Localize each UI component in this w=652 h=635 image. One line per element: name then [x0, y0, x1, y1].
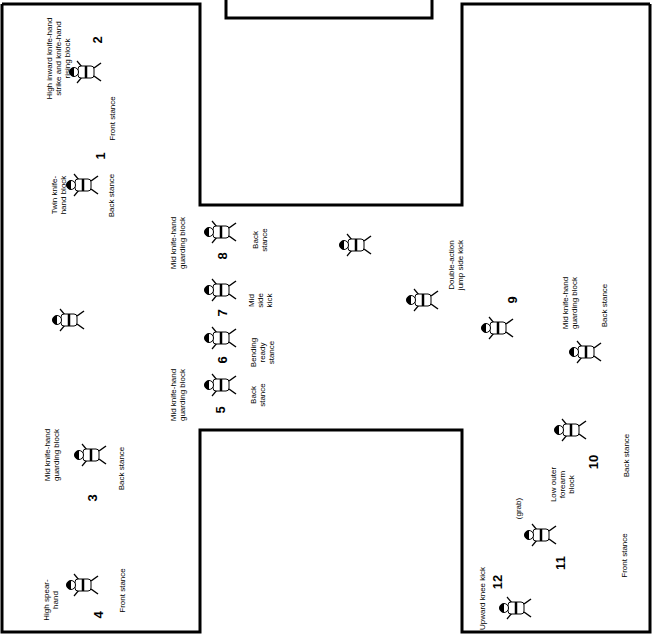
callout-number: 5 — [213, 406, 227, 413]
figure — [482, 317, 514, 339]
move-label: Front stance — [108, 96, 117, 140]
move-label: Double-action jump side kick — [447, 235, 465, 295]
move-label: Back stance — [107, 173, 116, 217]
figure — [500, 597, 532, 619]
figure — [70, 61, 102, 83]
move-label: Mid side kick — [247, 288, 274, 313]
move-label: Mid knife-hand guarding block — [561, 273, 579, 333]
move-label: Back stance — [251, 225, 269, 255]
move-label: Back stance — [117, 446, 126, 490]
callout-number: 6 — [215, 356, 229, 363]
move-label: Front stance — [118, 568, 127, 612]
figure — [407, 289, 439, 311]
callout-number: 3 — [85, 494, 99, 501]
figures — [53, 61, 602, 619]
move-label: Mid knife-hand guarding block — [169, 213, 187, 273]
move-label: Mid knife-hand guarding block — [43, 425, 61, 485]
move-label: (grab) — [514, 497, 523, 518]
figure — [205, 221, 237, 243]
inset-box — [226, 0, 432, 18]
callout-number: 10 — [587, 455, 601, 469]
figure — [525, 524, 557, 546]
move-label: Back stance — [600, 283, 609, 327]
figure — [555, 419, 587, 441]
figure — [67, 174, 99, 196]
move-label: High spear-hand — [41, 578, 59, 623]
move-label: High inward knife-hand strike and knife-… — [45, 16, 72, 101]
callout-number: 8 — [215, 252, 229, 259]
floor-outline — [2, 4, 650, 632]
move-label: Back stance — [249, 380, 267, 410]
move-label: Back stance — [622, 433, 631, 477]
callout-number: 2 — [90, 36, 104, 43]
figure — [67, 574, 99, 596]
move-label: Bending ready stance — [249, 332, 276, 372]
callout-number: 12 — [491, 575, 505, 589]
figure — [205, 327, 237, 349]
move-label: Upward knee kick — [478, 566, 487, 629]
callout-number: 7 — [215, 309, 229, 316]
callout-number: 4 — [91, 611, 105, 618]
callout-number: 11 — [554, 556, 568, 570]
move-label: Twin knife-hand block — [49, 168, 67, 223]
floor-outline — [2, 4, 650, 205]
move-label: Mid knife-hand guarding block — [169, 365, 187, 425]
figure — [53, 309, 85, 331]
figure — [340, 234, 372, 256]
callout-number: 9 — [505, 296, 519, 303]
callout-number: 1 — [93, 152, 107, 159]
figure — [75, 444, 107, 466]
figure — [570, 341, 602, 363]
move-label: Front stance — [620, 533, 629, 577]
move-label: Low outer forearm block — [549, 462, 576, 507]
figure — [205, 374, 237, 396]
figure — [205, 279, 237, 301]
